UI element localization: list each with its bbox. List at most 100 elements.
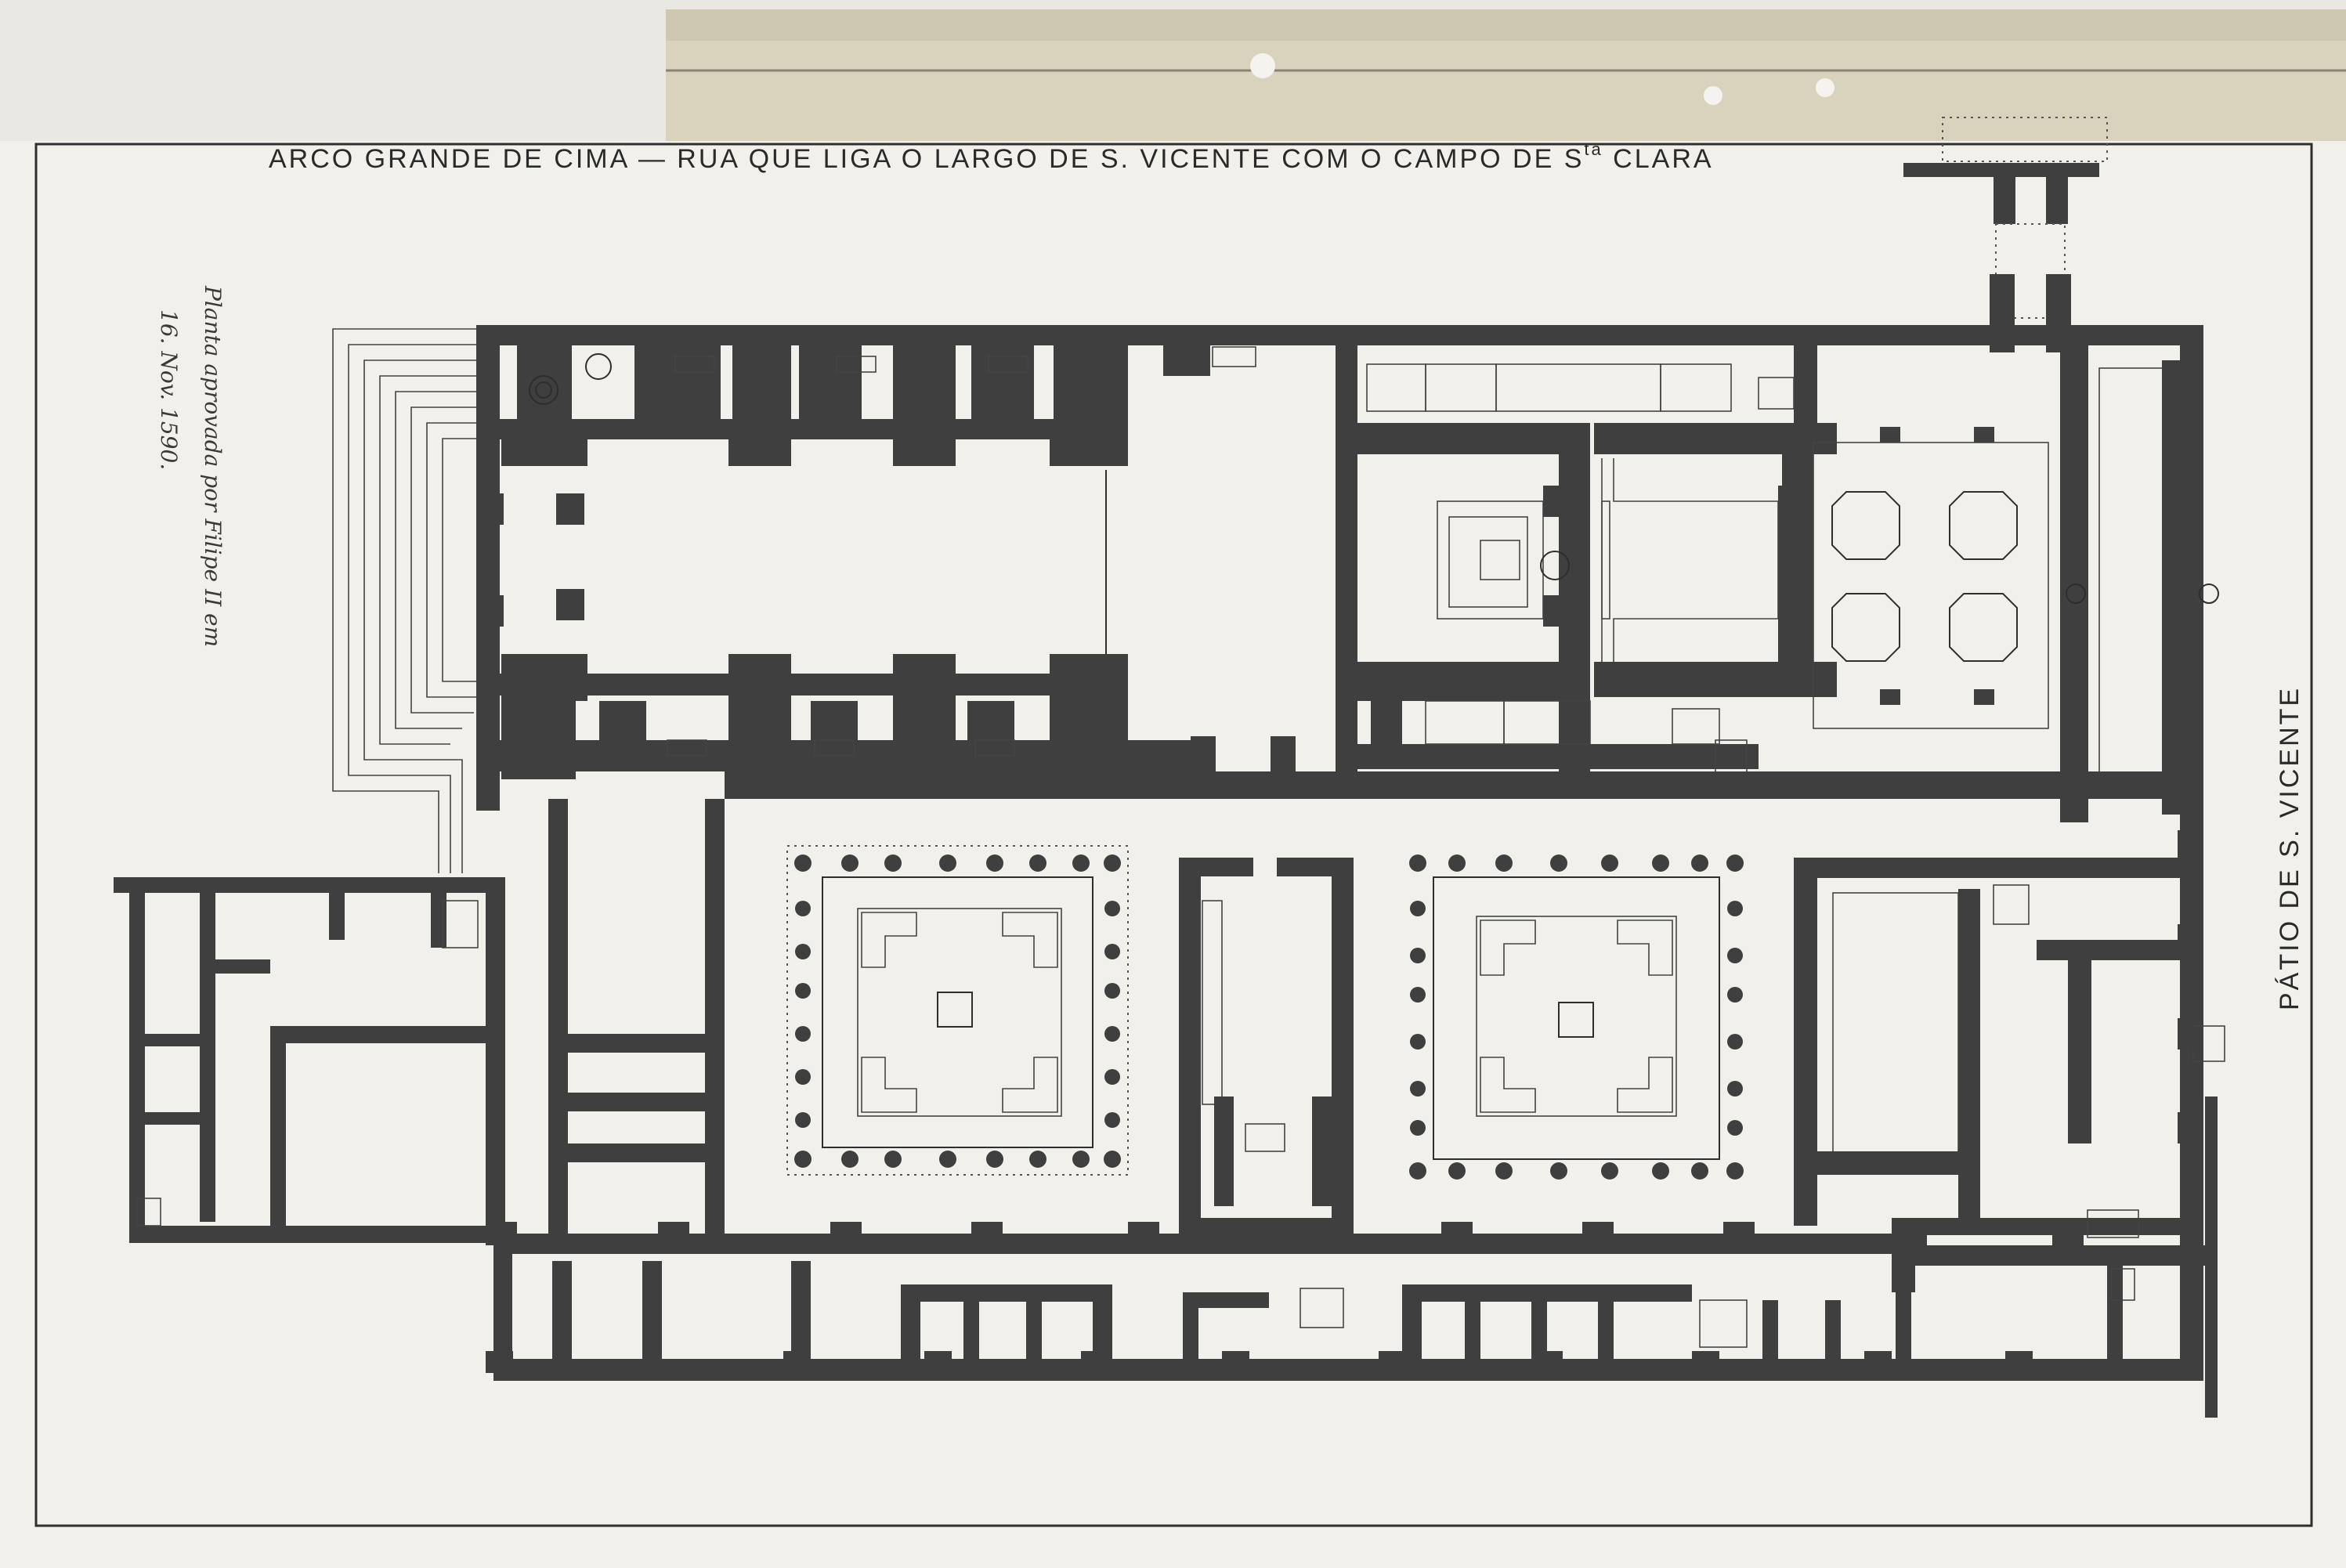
wall-buttress [2005, 1351, 2033, 1373]
wall-buttress [486, 1351, 513, 1373]
cloister-column [1410, 1034, 1426, 1050]
cloister-column [939, 1151, 956, 1168]
cloister-column [1691, 1162, 1708, 1180]
wall-buttress [1441, 1222, 1473, 1245]
left-stairs [332, 328, 476, 873]
wall-buttress [1535, 1351, 1563, 1373]
wall-buttress [658, 1222, 689, 1245]
wall-buttress [1864, 1351, 1892, 1373]
handwritten-annotation: Planta aprovada por Filipe II em 16. Nov… [156, 285, 226, 647]
cloister-column [1550, 854, 1567, 872]
sacristy-block [1336, 325, 1837, 787]
cloister-column [1072, 854, 1090, 872]
cloister-column [1409, 854, 1426, 872]
cloister-column [1104, 1151, 1121, 1168]
cloister-column [1727, 987, 1743, 1003]
cloister-column [1448, 1162, 1466, 1180]
wall-buttress [486, 1222, 517, 1245]
cloister-column [1410, 1120, 1426, 1136]
west-wing [548, 799, 725, 1245]
cloister-column [1104, 1026, 1120, 1042]
wall-buttress [783, 1351, 811, 1373]
cloister-column [1448, 854, 1466, 872]
cloister-column [1495, 1162, 1513, 1180]
cloister-column [986, 1151, 1003, 1168]
frame-border [34, 143, 2313, 1527]
cloister-right [1433, 876, 1720, 1160]
cloister-column [1601, 854, 1618, 872]
cloister-column [1104, 944, 1120, 959]
wall-buttress [2178, 1112, 2195, 1143]
cloister-column [1601, 1162, 1618, 1180]
cloister-column [1727, 1081, 1743, 1097]
wall-buttress [924, 1351, 952, 1373]
cloister-column [884, 1151, 902, 1168]
cloister-column [1104, 901, 1120, 916]
cloister-column [794, 1151, 812, 1168]
cloister-column [795, 1026, 811, 1042]
cloister-column [1410, 987, 1426, 1003]
wall-buttress [1692, 1351, 1719, 1373]
wall-buttress [1222, 1351, 1249, 1373]
wall-buttress [1300, 1222, 1332, 1245]
annotation-line2: 16. Nov. 1590. [156, 309, 182, 470]
wall-buttress [1582, 1222, 1614, 1245]
cloister-column [1104, 854, 1121, 872]
paper [0, 141, 2346, 1568]
cloister-column [1495, 854, 1513, 872]
right-court [1813, 345, 2219, 822]
east-wing [1794, 858, 2225, 1238]
title-end: CLARA [1603, 144, 1714, 174]
title-label: ARCO GRANDE DE CIMA — RUA QUE LIGA O LAR… [269, 139, 1714, 174]
cloister-column [1727, 1120, 1743, 1136]
cloister-column [1727, 901, 1743, 916]
cloister-column [1727, 948, 1743, 963]
cloister-column [1727, 1034, 1743, 1050]
cloister-column [1410, 901, 1426, 916]
cloister-column [1409, 1162, 1426, 1180]
cloister-column [795, 944, 811, 959]
cloister-column [794, 854, 812, 872]
wall-buttress [1896, 1222, 1927, 1245]
wall-buttress [2178, 924, 2195, 956]
left-annex [114, 877, 505, 1243]
wall-buttress [1723, 1222, 1755, 1245]
cloister-column [986, 854, 1003, 872]
wall-buttress [2052, 1222, 2084, 1245]
church-nave [476, 345, 1197, 779]
cloister-column [1104, 983, 1120, 999]
cloister-column [1652, 854, 1669, 872]
wall-buttress [2178, 1018, 2195, 1050]
cloister-column [795, 983, 811, 999]
cloister-column [1726, 1162, 1744, 1180]
wall-buttress [1081, 1351, 1108, 1373]
cloister-column [1410, 1081, 1426, 1097]
side-label: PÁTIO DE S. VICENTE [2275, 686, 2304, 1010]
wall-buttress [1128, 1222, 1159, 1245]
wall-buttresses [486, 830, 2195, 1373]
cloister-column [1029, 854, 1046, 872]
cloister-column [1029, 1151, 1046, 1168]
cloister-column [795, 1069, 811, 1085]
cloister-column [884, 854, 902, 872]
cloister-column [1691, 854, 1708, 872]
mid-wall [725, 771, 2189, 799]
cloister-column [795, 1112, 811, 1128]
cloister-column [1104, 1112, 1120, 1128]
cloister-column [1652, 1162, 1669, 1180]
cloister-column [795, 901, 811, 916]
title-main: ARCO GRANDE DE CIMA — RUA QUE LIGA O LAR… [269, 144, 1584, 174]
annotation-line1: Planta aprovada por Filipe II em [200, 285, 226, 647]
cloister-column [1410, 948, 1426, 963]
cloister-column [841, 854, 859, 872]
cloister-columns [794, 854, 1744, 1180]
cloister-column [1104, 1069, 1120, 1085]
cloister-column [1726, 854, 1744, 872]
tape-strip [666, 9, 2346, 143]
cloister-column [841, 1151, 859, 1168]
wall-buttress [2178, 830, 2195, 862]
cloister-column [1072, 1151, 1090, 1168]
wall-buttress [830, 1222, 862, 1245]
floor-plan [114, 117, 2225, 1418]
